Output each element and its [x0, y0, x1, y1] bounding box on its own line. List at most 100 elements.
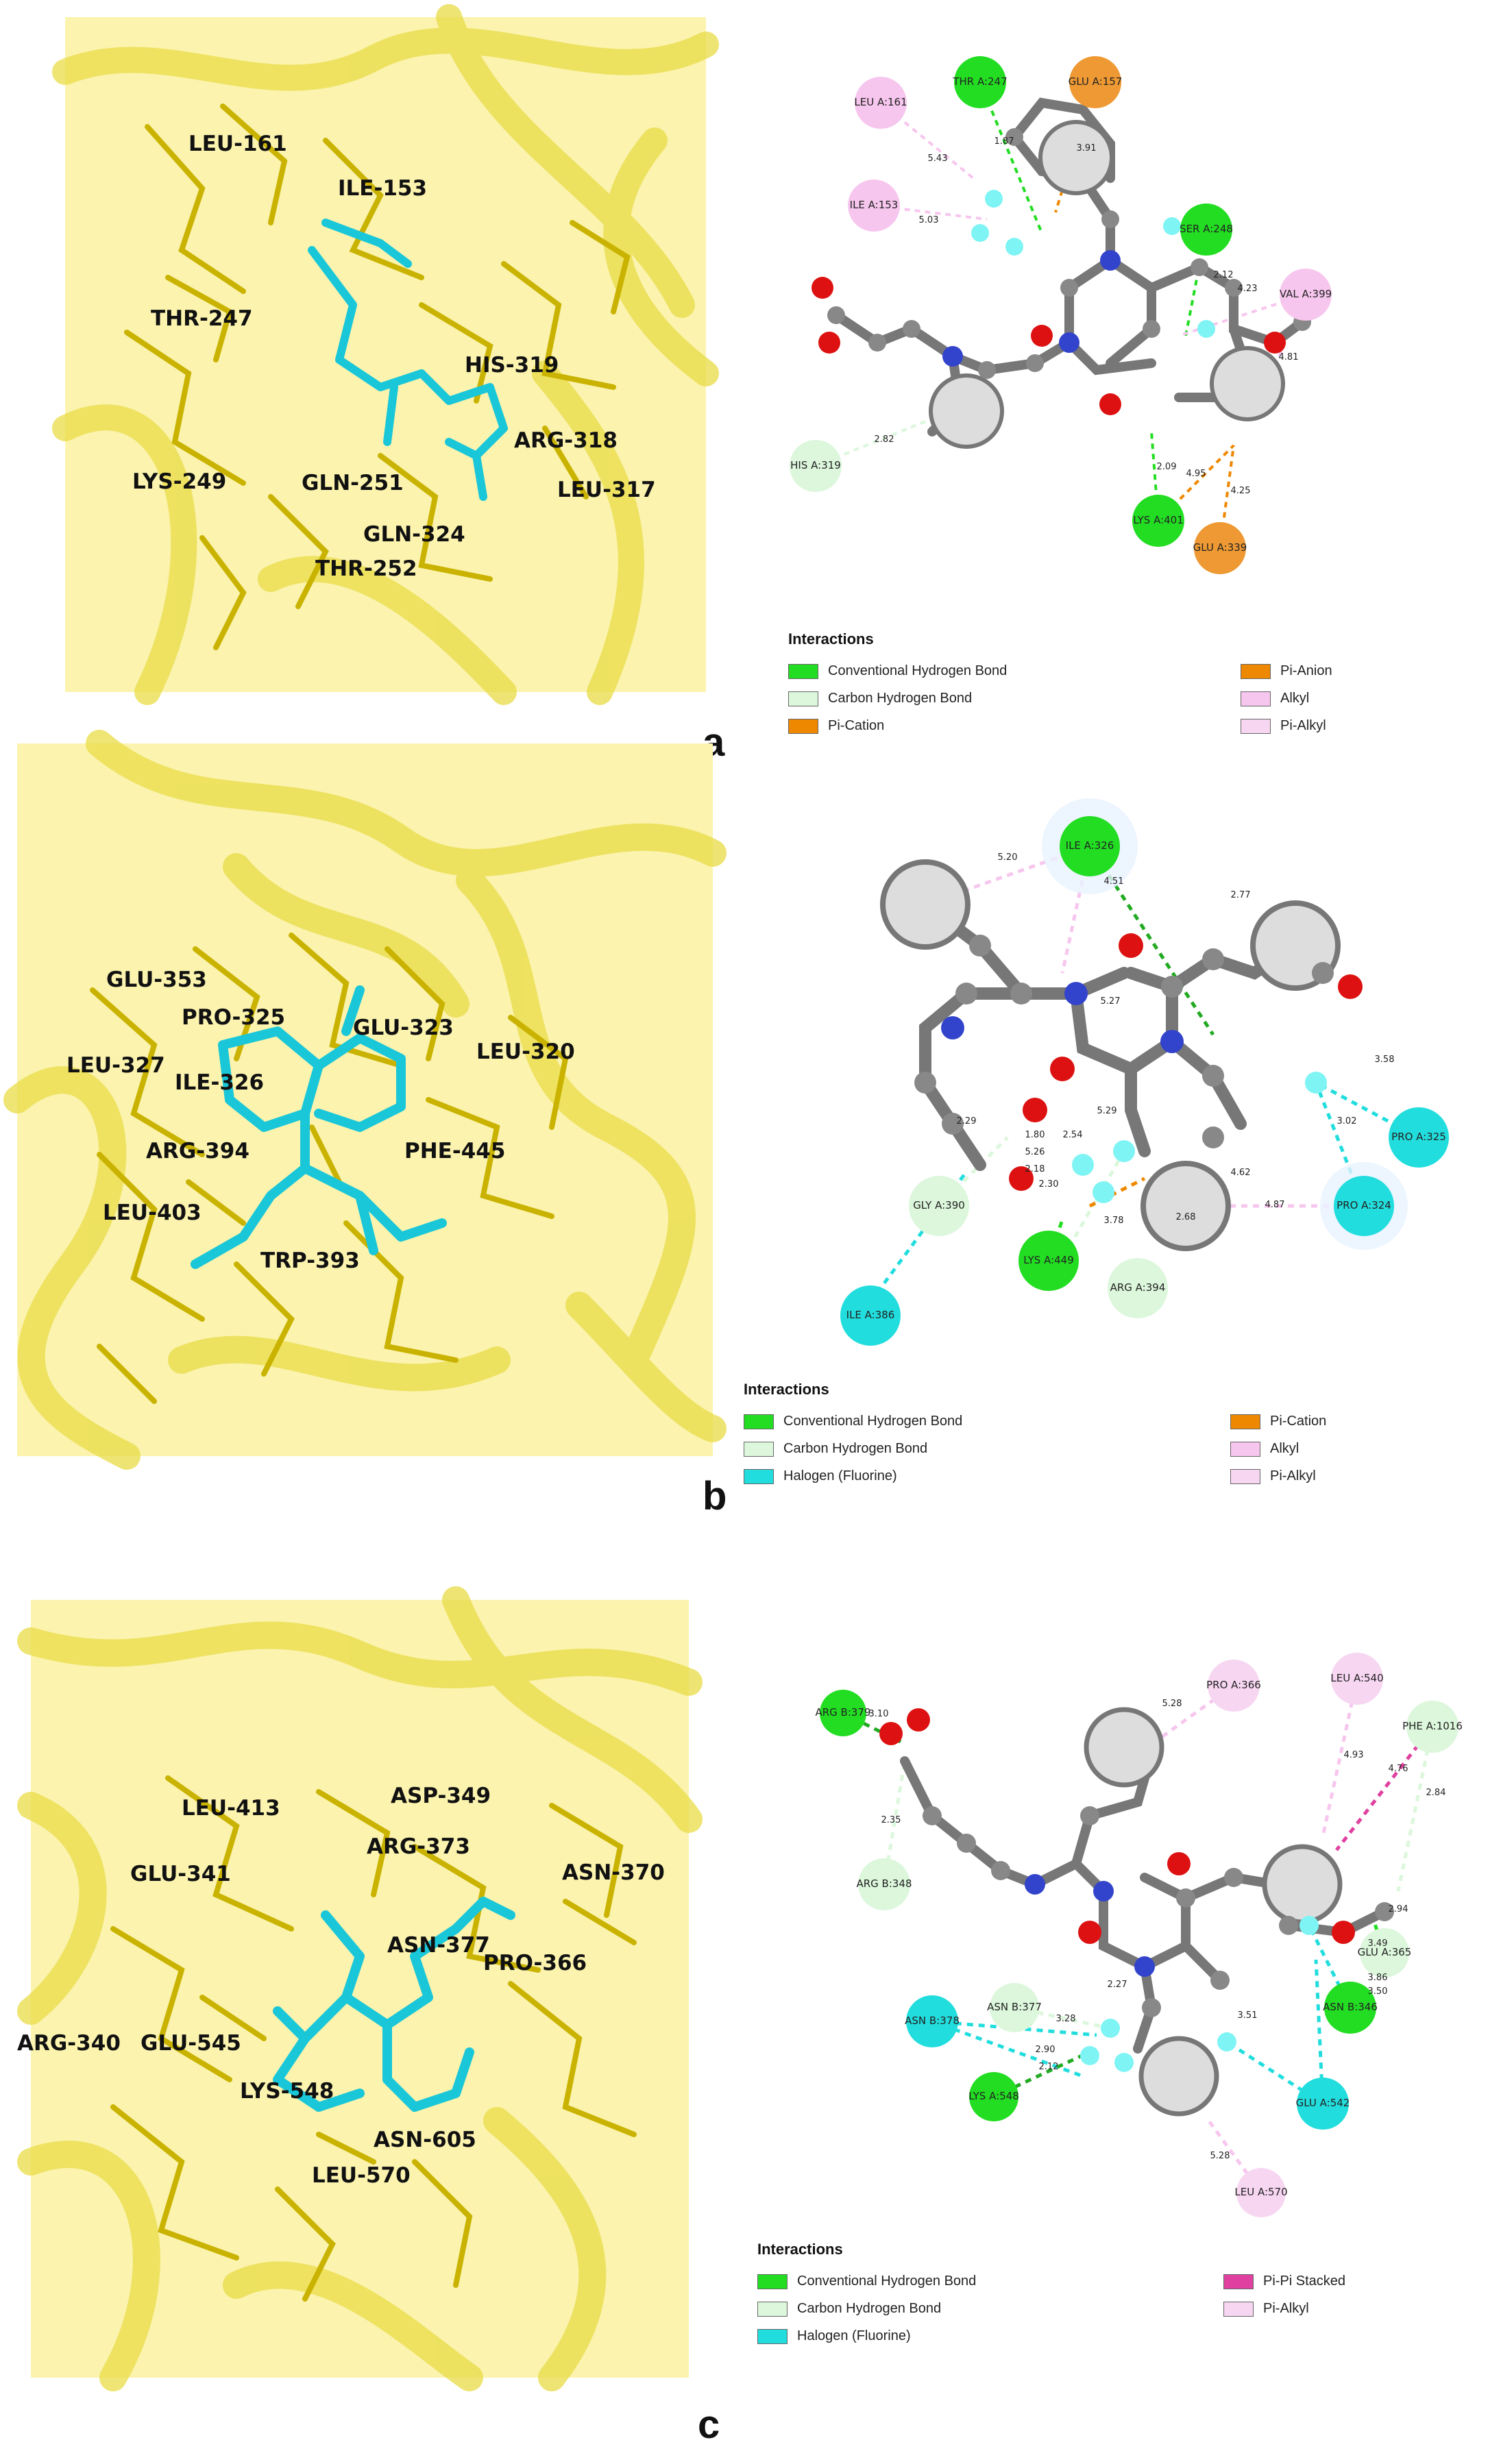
svg-text:LEU A:570: LEU A:570	[1234, 2186, 1287, 2198]
residue-node: ILE A:386	[840, 1285, 901, 1346]
svg-text:GLU A:157: GLU A:157	[1069, 75, 1123, 88]
legend-item: Conventional Hydrogen Bond	[744, 1414, 962, 1429]
legend-swatch	[744, 1468, 774, 1484]
distance-label: 4.81	[1279, 352, 1299, 362]
residue-node: ASN B:346	[1323, 1982, 1378, 2034]
protein-render-a: LEU-161 ILE-153 THR-247 HIS-319 ARG-318 …	[52, 4, 719, 705]
legend-swatch	[744, 1414, 774, 1429]
structure-3d-panel-b: GLU-353 PRO-325 GLU-323 LEU-327 LEU-320 …	[3, 730, 727, 1470]
residue-label-3d: GLN-251	[302, 471, 404, 495]
residue-label-3d: LEU-413	[182, 1796, 280, 1821]
distance-label: 2.27	[1108, 1980, 1127, 1990]
residue-node: PRO A:325	[1389, 1107, 1449, 1168]
svg-text:HIS A:319: HIS A:319	[790, 459, 841, 471]
svg-text:ASN B:378: ASN B:378	[905, 2015, 960, 2027]
residue-label-3d: ARG-394	[146, 1139, 249, 1163]
ligand-3d-c	[273, 1897, 515, 2112]
distance-label: 5.28	[1210, 2151, 1230, 2161]
legend-item: Pi-Alkyl	[1223, 2301, 1309, 2317]
svg-text:LEU A:540: LEU A:540	[1330, 1672, 1383, 1684]
legend-item: Halogen (Fluorine)	[744, 1468, 897, 1484]
distance-label: 2.90	[1036, 2045, 1055, 2055]
svg-text:LYS A:449: LYS A:449	[1023, 1254, 1074, 1266]
residue-label-3d: ASN-370	[562, 1860, 665, 1885]
svg-text:ASN B:346: ASN B:346	[1323, 2001, 1378, 2013]
legend-swatch	[757, 2328, 788, 2344]
residue-node: GLU A:157	[1069, 56, 1123, 108]
residue-node: ARG A:394	[1108, 1258, 1168, 1318]
residue-label-3d: ARG-340	[17, 2031, 121, 2056]
legend-a: Interactions Conventional Hydrogen Bond …	[781, 630, 1398, 747]
distance-label: 2.77	[1231, 890, 1251, 900]
residue-label-3d: LEU-317	[557, 478, 656, 502]
distance-label: 4.93	[1344, 1750, 1364, 1760]
distance-label: 2.30	[1039, 1179, 1059, 1190]
legend-swatch	[1241, 663, 1271, 679]
distance-label: 5.26	[1025, 1147, 1045, 1157]
residue-node: GLU A:542	[1296, 2078, 1350, 2130]
legend-item: Alkyl	[1241, 691, 1309, 706]
svg-text:ARG A:394: ARG A:394	[1110, 1281, 1166, 1294]
residue-node: LEU A:540	[1330, 1653, 1384, 1705]
distance-label: 3.02	[1337, 1116, 1357, 1126]
distance-label: 5.20	[998, 852, 1018, 863]
svg-text:PHE A:1016: PHE A:1016	[1402, 1720, 1463, 1732]
residue-node: GLU A:365	[1358, 1928, 1411, 1978]
interaction-diagram-c: ARG B:379 PRO A:366 LEU A:540 PHE A:1016…	[795, 1624, 1480, 2227]
legend-title: Interactions	[757, 2241, 843, 2258]
svg-text:THR A:247: THR A:247	[952, 75, 1007, 88]
legend-swatch	[788, 663, 818, 679]
distance-label: 2.54	[1063, 1130, 1083, 1140]
legend-item: Pi-Alkyl	[1230, 1468, 1316, 1484]
distance-label: 3.51	[1238, 2010, 1258, 2021]
residue-node: THR A:247	[952, 56, 1008, 108]
legend-item: Carbon Hydrogen Bond	[744, 1441, 927, 1457]
distance-label: 3.78	[1104, 1216, 1124, 1226]
protein-render-b: GLU-353 PRO-325 GLU-323 LEU-327 LEU-320 …	[3, 730, 727, 1470]
legend-swatch	[1223, 2301, 1254, 2317]
svg-text:SER A:248: SER A:248	[1180, 223, 1233, 235]
residue-label-3d: LEU-327	[66, 1053, 165, 1078]
residue-label-3d: ILE-153	[338, 176, 427, 201]
residue-node: PHE A:1016	[1402, 1701, 1463, 1753]
interaction-map-b: ILE A:326 PRO A:325 GLY A:390 LYS A:449 …	[840, 798, 1449, 1346]
residue-node: GLU A:339	[1193, 522, 1247, 574]
residue-label-3d: ASN-605	[374, 2128, 476, 2152]
distance-label: 4.62	[1231, 1168, 1251, 1178]
svg-text:LYS A:548: LYS A:548	[968, 2090, 1019, 2102]
distance-label: 5.43	[928, 153, 948, 164]
protein-render-c: ASP-349 LEU-413 ARG-373 ASN-370 GLU-341 …	[17, 1586, 703, 2391]
residue-label-3d: GLU-323	[353, 1015, 454, 1040]
distance-label: 5.29	[1097, 1106, 1117, 1116]
residue-node: ARG B:348	[856, 1858, 912, 1910]
structure-3d-panel-c: ASP-349 LEU-413 ARG-373 ASN-370 GLU-341 …	[17, 1586, 703, 2391]
residue-node: HIS A:319	[790, 440, 842, 492]
residue-node: VAL A:399	[1280, 269, 1332, 321]
residue-node: ASN B:378	[905, 1995, 960, 2047]
residue-label-3d: ASP-349	[391, 1784, 491, 1808]
residue-label-3d: THR-247	[151, 306, 253, 331]
svg-text:GLU A:542: GLU A:542	[1296, 2097, 1350, 2109]
residue-label-3d: LEU-403	[103, 1200, 202, 1225]
legend-item: Conventional Hydrogen Bond	[757, 2274, 976, 2289]
distance-label: 4.76	[1389, 1764, 1408, 1774]
svg-text:PRO A:366: PRO A:366	[1206, 1679, 1261, 1691]
legend-item: Carbon Hydrogen Bond	[757, 2301, 941, 2317]
svg-text:LEU A:161: LEU A:161	[854, 96, 907, 108]
legend-b: Interactions Conventional Hydrogen Bond …	[737, 1381, 1388, 1497]
residue-node: ILE A:326	[1060, 816, 1120, 876]
residue-node: LYS A:449	[1018, 1231, 1079, 1291]
residue-label-3d: ILE-326	[175, 1070, 264, 1095]
svg-text:GLY A:390: GLY A:390	[913, 1199, 965, 1211]
legend-title: Interactions	[788, 630, 874, 648]
residue-label-3d: TRP-393	[260, 1248, 360, 1273]
legend-swatch	[1230, 1441, 1260, 1457]
distance-label: 3.58	[1375, 1055, 1395, 1065]
residue-label-3d: LEU-570	[312, 2163, 411, 2188]
svg-text:ARG B:379: ARG B:379	[815, 1706, 870, 1718]
svg-text:ILE A:153: ILE A:153	[850, 199, 899, 211]
legend-c: Interactions Conventional Hydrogen Bond …	[750, 2241, 1402, 2357]
residue-node: LYS A:401	[1132, 495, 1184, 547]
residue-label-3d: ARG-318	[514, 428, 618, 453]
ligand-3d-a	[308, 219, 508, 501]
